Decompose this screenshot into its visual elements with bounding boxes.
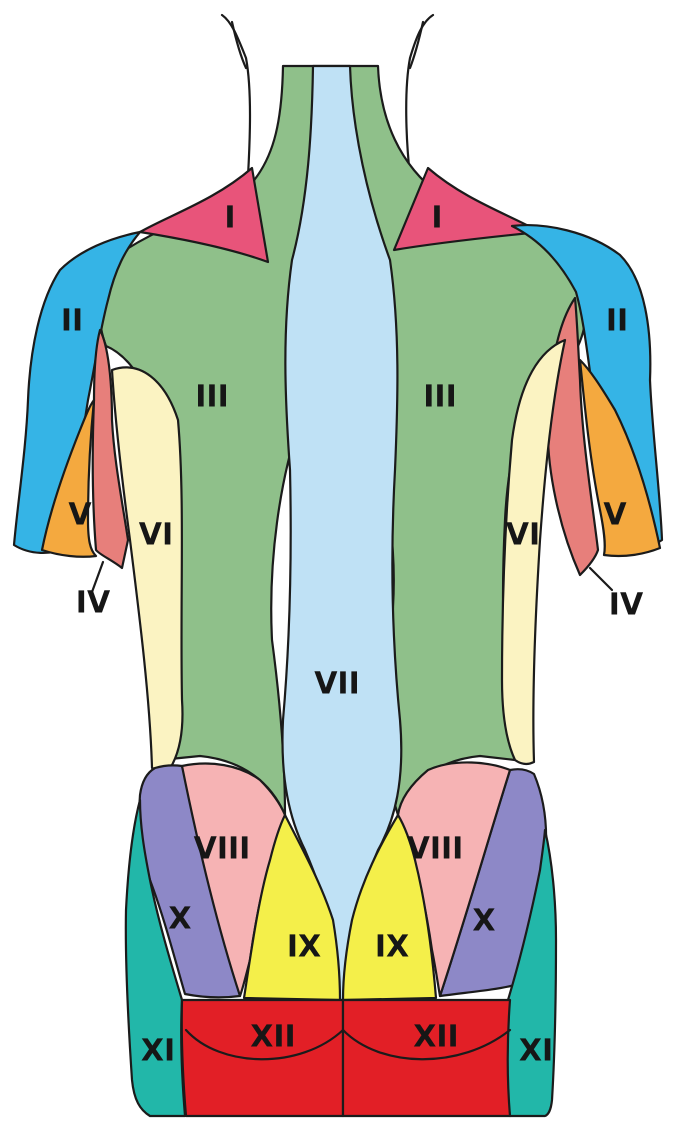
label-XI-right: XI	[519, 1034, 553, 1069]
region-XII-left	[182, 1000, 343, 1116]
neck-left-inner-outline	[232, 22, 246, 68]
label-II-left: II	[61, 304, 83, 339]
label-V-left: V	[68, 498, 92, 533]
label-VIII-right: VIII	[407, 832, 464, 867]
label-XI-left: XI	[141, 1034, 175, 1069]
region-XII-right	[343, 1000, 510, 1116]
label-X-left: X	[168, 902, 191, 937]
label-III-right: III	[423, 380, 457, 415]
label-VIII-left: VIII	[194, 832, 251, 867]
neck-right-inner-outline	[410, 22, 423, 68]
label-III-left: III	[195, 380, 229, 415]
label-IV-right: IV	[609, 588, 644, 623]
label-XII-left: XII	[250, 1020, 295, 1055]
label-VI-left: VI	[139, 518, 173, 553]
label-IV-left: IV	[76, 586, 111, 621]
label-I-right: I	[431, 201, 442, 236]
label-VII: VII	[314, 667, 360, 702]
label-IX-right: IX	[375, 930, 409, 965]
label-VI-right: VI	[506, 518, 540, 553]
label-II-right: II	[606, 304, 628, 339]
label-IX-left: IX	[287, 930, 321, 965]
label-X-right: X	[472, 904, 495, 939]
label-I-left: I	[224, 201, 235, 236]
label-V-right: V	[603, 498, 627, 533]
label-XII-right: XII	[413, 1020, 458, 1055]
